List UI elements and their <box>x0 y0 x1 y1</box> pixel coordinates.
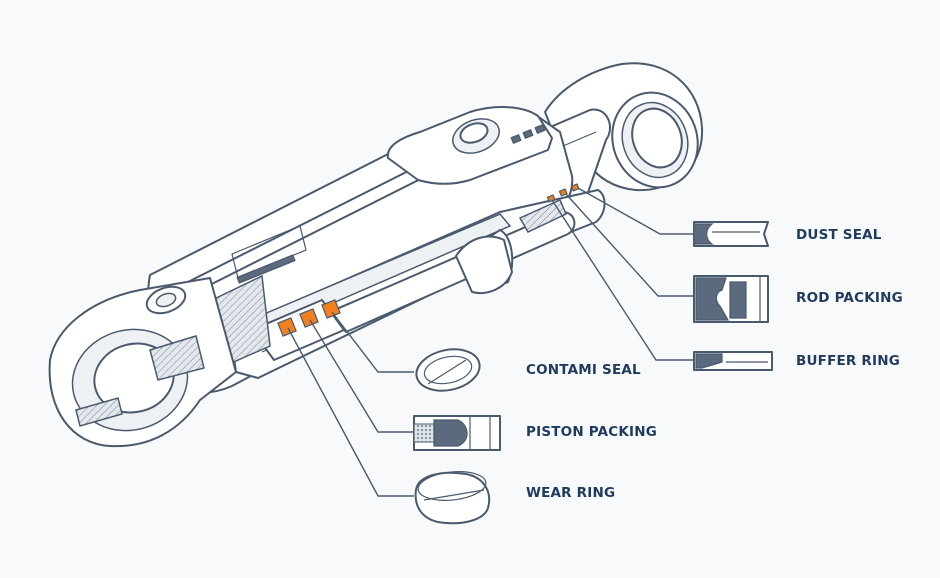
rod-packing-leader <box>565 193 694 297</box>
piston-packing-label: PISTON PACKING <box>526 424 657 440</box>
rod-packing-icon <box>693 275 769 323</box>
contami-seal-mark <box>321 299 341 319</box>
rod-packing-mark <box>558 188 568 197</box>
wear-ring-icon <box>414 471 491 525</box>
leader-lines <box>287 187 694 497</box>
piston-packing-leader <box>309 319 414 433</box>
wear-ring-mark <box>277 317 297 337</box>
dust-seal-leader <box>577 187 694 235</box>
cap-end-eye <box>48 277 237 448</box>
piston-packing-icon <box>413 415 501 451</box>
rod-packing-label: ROD PACKING <box>796 290 903 306</box>
hydraulic-port <box>455 235 513 294</box>
buffer-ring-leader <box>551 199 694 361</box>
dust-seal-label: DUST SEAL <box>796 227 882 243</box>
contami-seal-label: CONTAMI SEAL <box>526 362 641 378</box>
dust-seal-icon <box>693 221 769 247</box>
buffer-ring-label: BUFFER RING <box>796 353 901 369</box>
contami-seal-icon <box>415 348 481 392</box>
dust-seal-mark <box>570 183 580 192</box>
wear-ring-leader <box>287 327 414 497</box>
contami-seal-leader <box>331 311 414 373</box>
piston-packing-mark <box>299 308 319 328</box>
buffer-ring-icon <box>693 351 773 371</box>
wear-ring-label: WEAR RING <box>526 485 616 501</box>
